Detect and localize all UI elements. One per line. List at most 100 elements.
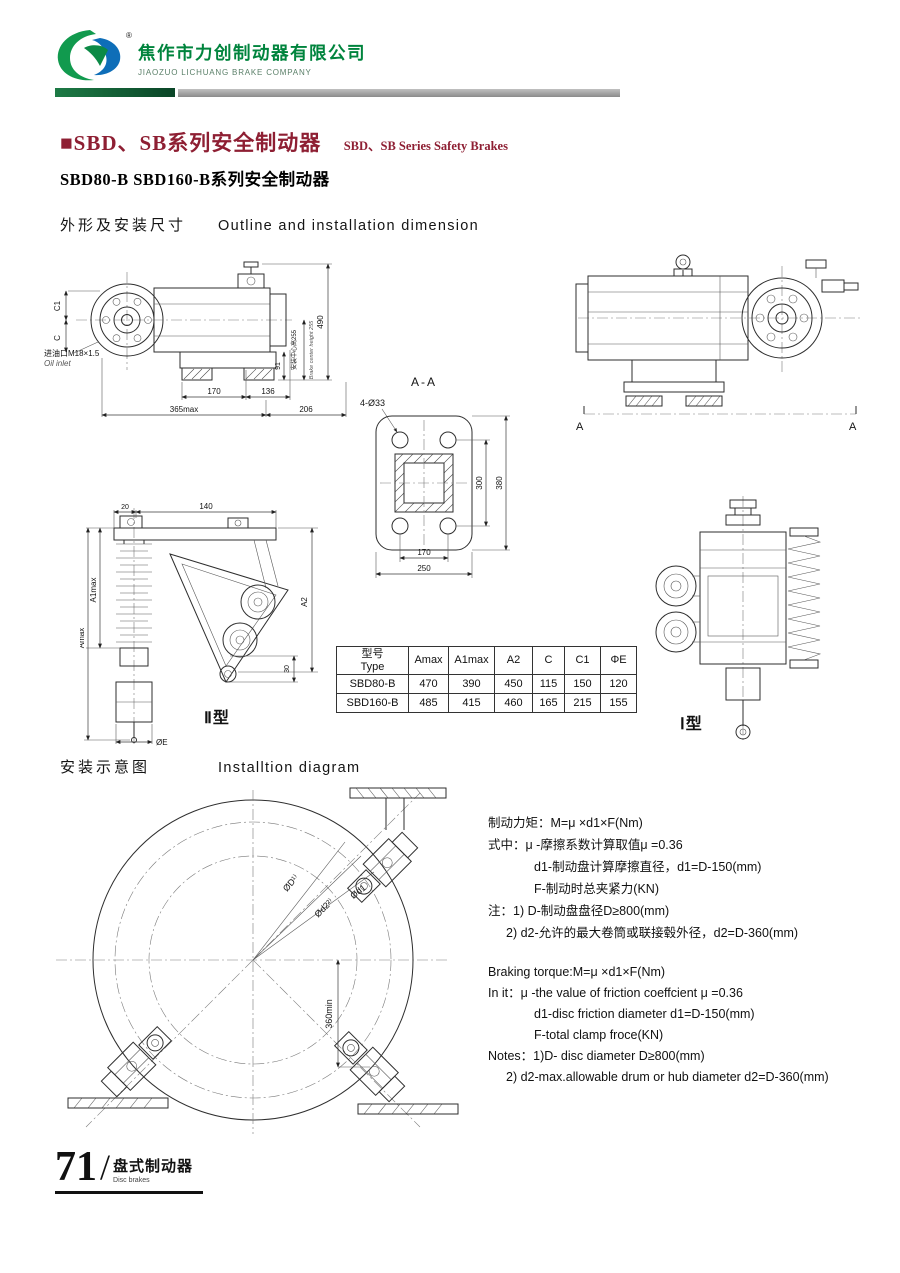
cell-value: 415 bbox=[448, 693, 495, 714]
company-name-cn: 焦作市力创制动器有限公司 bbox=[138, 43, 366, 63]
company-name-block: 焦作市力创制动器有限公司 JIAOZUO LICHUANG BRAKE COMP… bbox=[138, 40, 366, 77]
registered-mark: ® bbox=[126, 31, 132, 40]
formula-block-en: Braking torque:M=μ ×d1×F(Nm) In it：μ -th… bbox=[488, 962, 893, 1088]
table-row-sbd160b: SBD160-B 485 415 460 165 215 155 bbox=[336, 693, 637, 714]
oil-inlet-label-en: Oil inlet bbox=[44, 359, 71, 368]
outline-heading-en: Outline and installation dimension bbox=[218, 218, 480, 234]
dim-250: 250 bbox=[417, 564, 431, 573]
dim-center-height-cn: 安装中心高255 bbox=[290, 329, 298, 370]
label-drum-diameter: Ød2²⁾ bbox=[312, 896, 335, 919]
spring-stack bbox=[115, 540, 153, 743]
front-dimensions: 20 140 A1max Amax A2 30 ØE bbox=[80, 502, 318, 747]
section-marker-a-right: A bbox=[849, 421, 857, 433]
drawing-front-view-type2: 20 140 A1max Amax A2 30 ØE bbox=[80, 502, 318, 747]
brake-unit-upper-right bbox=[342, 828, 422, 908]
cell-value: 120 bbox=[600, 674, 637, 695]
type1-coil-spring bbox=[787, 527, 822, 669]
cell-value: 150 bbox=[564, 674, 601, 695]
cell-value: 460 bbox=[494, 693, 533, 714]
company-logo: ® bbox=[57, 30, 132, 81]
formula-line-cn-2: 式中：μ -摩擦系数计算取值μ =0.36 bbox=[488, 838, 683, 852]
dim-91: 91 bbox=[275, 362, 282, 370]
brake-body-side bbox=[153, 261, 287, 381]
formula-line-en-4: F-total clamp froce(KN) bbox=[534, 1028, 664, 1042]
cell-type: SBD80-B bbox=[336, 674, 409, 695]
dim-170: 170 bbox=[207, 387, 221, 396]
header-rule-gray bbox=[178, 89, 620, 97]
cell-value: 215 bbox=[564, 693, 601, 714]
drawing-side-view-right: A A bbox=[575, 254, 862, 433]
flange-front-view bbox=[76, 272, 292, 370]
cell-value: 115 bbox=[532, 674, 565, 695]
dim-center-height-en: Brake center height 255 bbox=[309, 320, 315, 379]
install-heading-cn: 安装示意图 bbox=[60, 759, 151, 776]
cell-value: 165 bbox=[532, 693, 565, 714]
header-type: 型号 Type bbox=[336, 645, 409, 676]
header-type-cn: 型号 bbox=[361, 648, 384, 660]
dim-amax: Amax bbox=[80, 628, 86, 648]
cell-value: 390 bbox=[448, 674, 495, 695]
model-title: SBD80-B SBD160-B系列安全制动器 bbox=[60, 170, 330, 189]
cell-value: 470 bbox=[408, 674, 449, 695]
header-oe: ΦE bbox=[600, 645, 637, 676]
dim-300: 300 bbox=[475, 476, 484, 490]
oil-inlet-callout: 进油口M18×1.5 Oil inlet bbox=[44, 341, 100, 368]
formula-line-cn-3: d1-制动盘计算摩擦直径，d1=D-150(mm) bbox=[534, 860, 762, 874]
table-header-row: 型号 Type Amax A1max A2 C C1 ΦE bbox=[336, 645, 637, 676]
floor-support-left bbox=[67, 1097, 169, 1109]
header-rule-green bbox=[55, 88, 175, 97]
outline-heading: 外形及安装尺寸 Outline and installation dimensi… bbox=[60, 214, 479, 235]
page-footer: 71 / 盘式制动器 Disc brakes bbox=[55, 1146, 193, 1188]
dimension-table: 型号 Type Amax A1max A2 C C1 ΦE SBD80-B 47… bbox=[336, 645, 637, 714]
dim-490: 490 bbox=[316, 315, 325, 329]
dim-360min: 360min bbox=[324, 999, 334, 1029]
header-c1: C1 bbox=[564, 645, 601, 676]
series-title-en: SBD、SB Series Safety Brakes bbox=[343, 139, 508, 153]
formula-block-cn: 制动力矩：M=μ ×d1×F(Nm) 式中：μ -摩擦系数计算取值μ =0.36… bbox=[488, 812, 893, 944]
pedestal bbox=[623, 359, 725, 407]
drawing-view-type1 bbox=[655, 496, 822, 742]
dim-4xd33: 4-Ø33 bbox=[360, 398, 385, 408]
dim-30: 30 bbox=[284, 665, 291, 673]
brake-body-side-right bbox=[575, 254, 862, 374]
diameter-labels: ØD¹⁾ Ød2²⁾ Ød1 bbox=[252, 841, 375, 961]
dim-oe: ØE bbox=[156, 738, 168, 747]
flange-section bbox=[375, 415, 473, 551]
dim-c1: C1 bbox=[53, 300, 62, 311]
formula-line-en-2: In it：μ -the value of friction coeffcien… bbox=[488, 986, 743, 1000]
dim-a2: A2 bbox=[300, 597, 309, 607]
install-heading: 安装示意图 Installtion diagram bbox=[60, 756, 360, 777]
logo-green-swirl bbox=[57, 30, 96, 81]
formula-line-cn-4: F-制动时总夹紧力(KN) bbox=[534, 882, 659, 896]
dim-a1max: A1max bbox=[89, 578, 98, 603]
ceiling-support bbox=[349, 787, 447, 830]
type1-rollers bbox=[655, 565, 700, 653]
cell-type: SBD160-B bbox=[336, 693, 409, 714]
drawing-section-aa: A-A 4-Ø33 bbox=[360, 375, 510, 578]
section-marker-a-left: A bbox=[576, 421, 584, 433]
formula-line-en-5: Notes：1)D- disc diameter D≥800(mm) bbox=[488, 1049, 705, 1063]
floor-support-right bbox=[357, 1103, 459, 1115]
install-dimensions: 360min bbox=[324, 959, 370, 1068]
flange-right bbox=[741, 277, 823, 359]
dim-140: 140 bbox=[199, 502, 213, 511]
type1-body bbox=[699, 499, 787, 665]
header-type-en: Type bbox=[360, 660, 385, 673]
section-dimensions: 300 380 170 250 bbox=[375, 415, 510, 578]
page-number: 71 bbox=[55, 1144, 97, 1190]
section-cut-line: A A bbox=[576, 406, 857, 433]
side-left-dimensions: C1 C 490 安装中心高255 Brake center height 25… bbox=[53, 263, 347, 417]
series-title-cn: ■SBD、SB系列安全制动器 bbox=[60, 131, 322, 155]
installation-diagram: ØD¹⁾ Ød2²⁾ Ød1 bbox=[56, 787, 459, 1134]
header-c: C bbox=[532, 645, 565, 676]
header-amax: Amax bbox=[408, 645, 449, 676]
section-title: A-A bbox=[411, 375, 437, 389]
outline-heading-cn: 外形及安装尺寸 bbox=[60, 217, 187, 234]
series-title: ■SBD、SB系列安全制动器 SBD、SB Series Safety Brak… bbox=[60, 127, 508, 157]
dim-c: C bbox=[53, 335, 62, 341]
footer-rule bbox=[55, 1191, 203, 1194]
install-heading-en: Installtion diagram bbox=[218, 760, 361, 776]
cell-value: 155 bbox=[600, 693, 637, 714]
dim-170-section: 170 bbox=[417, 548, 431, 557]
